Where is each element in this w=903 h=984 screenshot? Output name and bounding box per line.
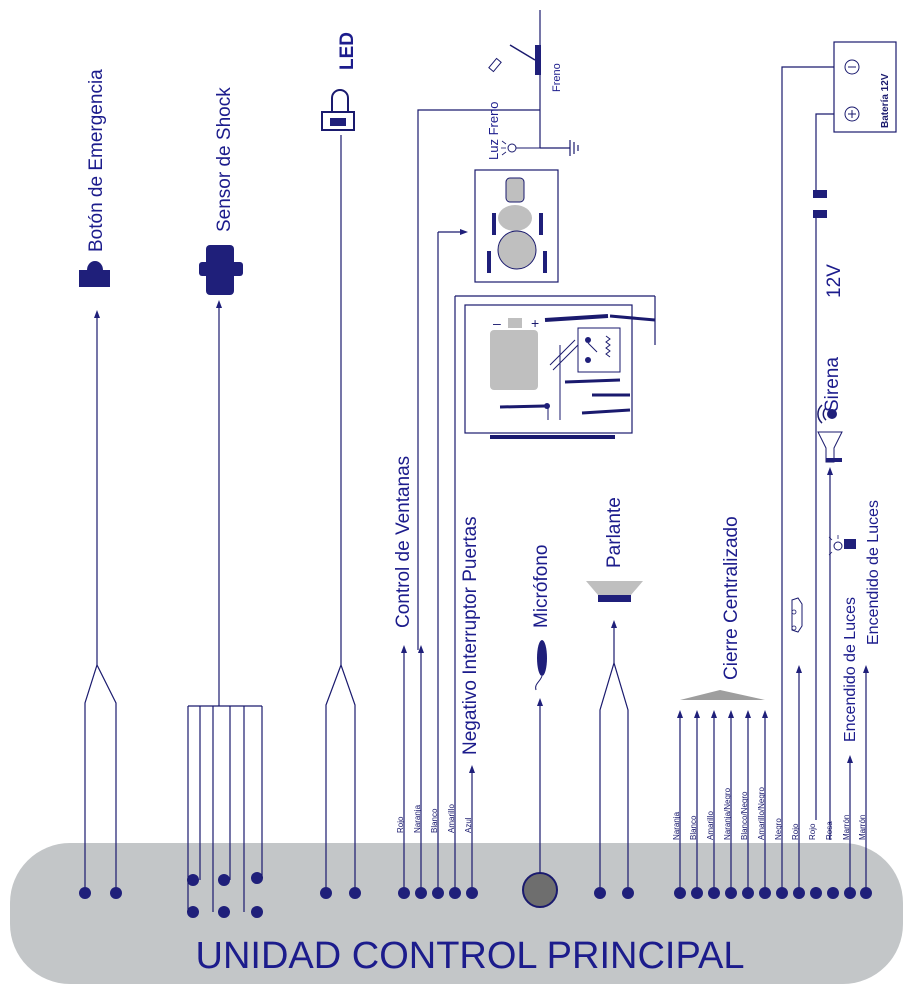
wire-label: Marrón	[842, 815, 851, 840]
terminal	[466, 887, 478, 899]
wire-label: Rojo	[396, 816, 405, 833]
terminal	[187, 906, 199, 918]
wire-label: Blanco	[689, 815, 698, 840]
terminal	[742, 887, 754, 899]
brake-label: Freno	[551, 63, 563, 92]
microphone-icon	[537, 640, 547, 676]
lights-label-2: Encendido de Luces	[865, 500, 882, 645]
control-unit-title: UNIDAD CONTROL PRINCIPAL	[196, 935, 745, 977]
terminal	[844, 887, 856, 899]
terminal	[110, 887, 122, 899]
speaker-label: Parlante	[604, 497, 625, 568]
terminal	[432, 887, 444, 899]
terminal	[187, 874, 199, 886]
wire-label: Amarillo	[447, 804, 456, 833]
door-switch-label: Negativo Interruptor Puertas	[460, 516, 481, 755]
terminal	[218, 874, 230, 886]
wire-label: Amarillo	[706, 811, 715, 840]
windows-control-label: Control de Ventanas	[393, 456, 414, 628]
wire-label: Naranja	[672, 811, 681, 840]
terminal	[320, 887, 332, 899]
central-locking-group: Naranja Blanco Amarillo Naranja/Negro Bl…	[672, 516, 783, 887]
light-bulb-icon	[828, 535, 856, 556]
terminal	[79, 887, 91, 899]
plus-sign: +	[531, 315, 539, 331]
terminal	[622, 887, 634, 899]
wire-label: Blanco	[430, 808, 439, 833]
terminal	[827, 887, 839, 899]
terminal	[674, 887, 686, 899]
terminal	[398, 887, 410, 899]
window-motor-box	[474, 169, 559, 283]
speaker-group: Parlante	[586, 497, 643, 887]
siren-icon	[817, 404, 843, 463]
brake-light-icon	[501, 140, 540, 156]
wire-label: Marrón	[858, 815, 867, 840]
terminal	[349, 887, 361, 899]
wire-label: Naranja	[413, 804, 422, 833]
wire-label: Blanco/Negro	[740, 791, 749, 840]
wire-label: Rosa	[825, 821, 834, 840]
fuse-icon	[813, 190, 827, 218]
brake-switch-icon	[535, 45, 541, 75]
terminals	[79, 872, 872, 918]
emergency-button-icon	[79, 261, 110, 287]
central-locking-label: Cierre Centralizado	[721, 516, 742, 680]
wire-label: Negro	[774, 818, 783, 840]
power-group: Batería 12V 12V Sir	[781, 41, 897, 887]
shock-sensor-label: Sensor de Shock	[214, 87, 235, 232]
terminal	[251, 872, 263, 884]
siren-label: Sirena	[822, 357, 843, 412]
pedal-icon	[488, 57, 502, 73]
emergency-button-label: Botón de Emergencia	[86, 69, 107, 252]
terminal	[776, 887, 788, 899]
wire-label: Rojo	[808, 823, 817, 840]
microphone-group: Micrófono	[531, 545, 552, 873]
speaker-icon	[586, 581, 643, 595]
ground-icon	[569, 140, 579, 156]
wire-label: Amarillo/Negro	[757, 787, 766, 840]
terminal	[691, 887, 703, 899]
terminal	[594, 887, 606, 899]
led-label: LED	[337, 32, 358, 70]
battery-label: Batería 12V	[880, 73, 891, 128]
terminal	[708, 887, 720, 899]
led-icon	[321, 89, 355, 131]
battery-icon	[833, 41, 897, 133]
terminal	[810, 887, 822, 899]
motor-icon	[490, 330, 538, 390]
terminal	[415, 887, 427, 899]
terminal	[725, 887, 737, 899]
terminal	[793, 887, 805, 899]
brake-group: Freno Luz Freno	[486, 10, 579, 160]
12v-label: 12V	[824, 264, 845, 298]
microphone-terminal	[522, 872, 558, 908]
central-lock-icon	[680, 690, 765, 700]
shock-sensor-icon	[199, 245, 243, 295]
terminal	[860, 887, 872, 899]
lights-label-1: Encendido de Luces	[842, 597, 859, 742]
door-lock-diagram: – +	[464, 304, 656, 439]
terminal	[218, 906, 230, 918]
shock-sensor-group: Sensor de Shock	[187, 87, 263, 912]
minus-sign: –	[493, 315, 501, 331]
wire-label: Naranja/Negro	[723, 787, 732, 840]
wire-label: Rojo	[791, 823, 800, 840]
terminal	[759, 887, 771, 899]
wire-label: Azul	[464, 817, 473, 833]
led-group: LED	[321, 32, 358, 887]
terminal	[449, 887, 461, 899]
windows-doors-group: Rojo Naranja Blanco Amarillo Azul Contro…	[393, 109, 656, 887]
emergency-button-group: Botón de Emergencia	[79, 69, 117, 887]
car-icon	[791, 597, 803, 633]
terminal	[251, 906, 263, 918]
brake-light-label: Luz Freno	[486, 101, 501, 160]
microphone-label: Micrófono	[531, 545, 552, 628]
